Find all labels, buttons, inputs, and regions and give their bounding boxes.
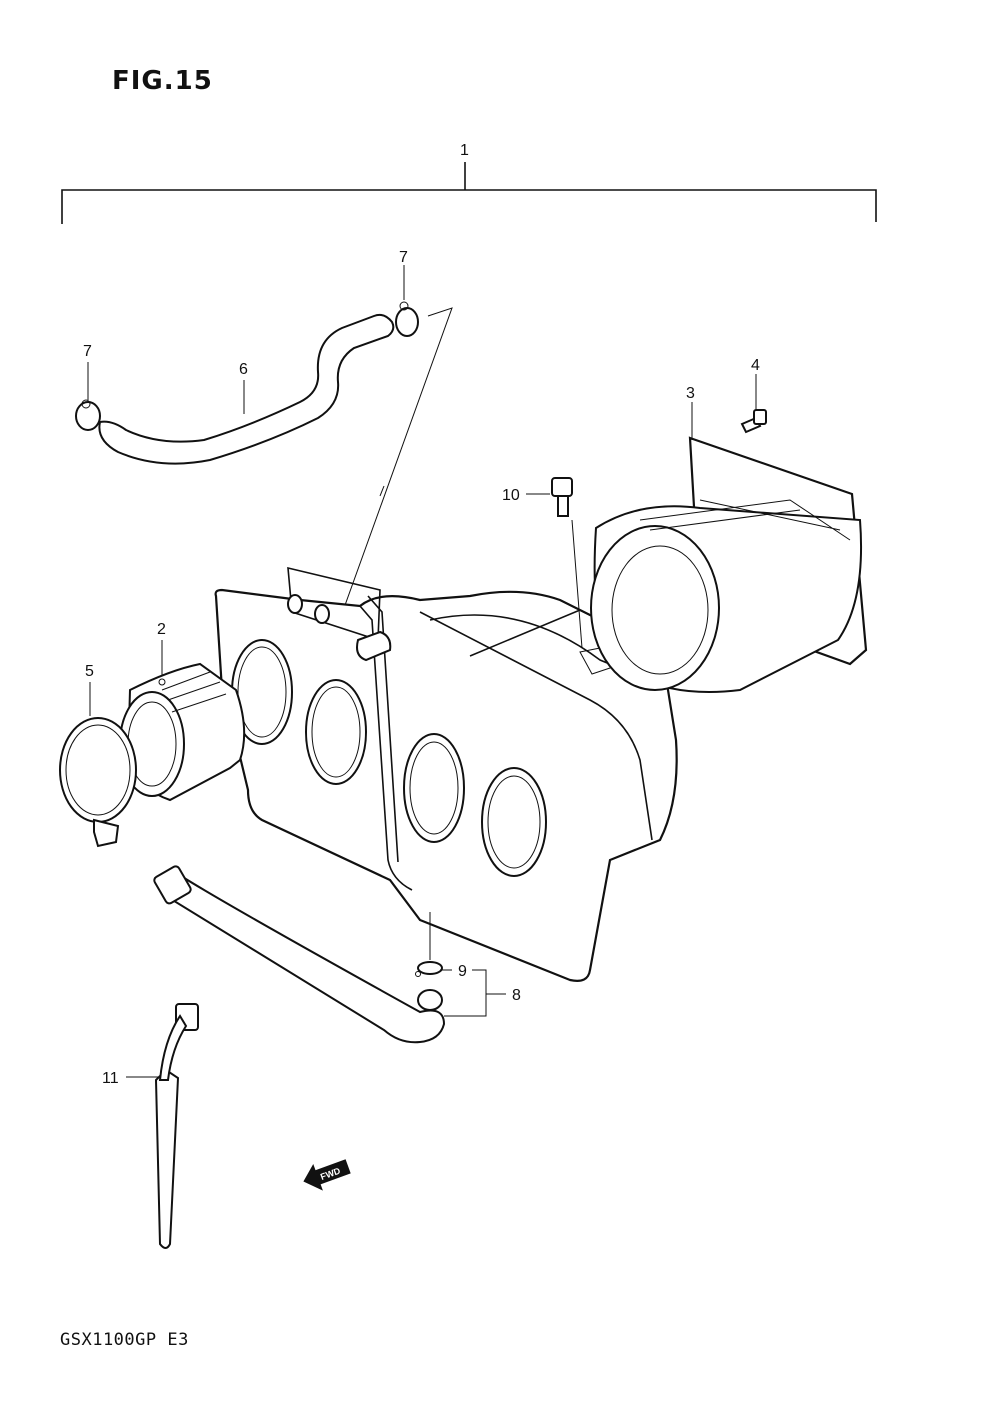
hose-clamp-left xyxy=(75,399,101,431)
figure-title: FIG.15 xyxy=(112,66,213,96)
bolt-10 xyxy=(551,477,583,649)
assembly-bracket xyxy=(61,162,877,224)
callout-6: 6 xyxy=(239,361,248,378)
boot-clamp xyxy=(59,717,137,848)
callout-11: 11 xyxy=(102,1070,119,1087)
callout-4: 4 xyxy=(751,357,760,374)
callout-3: 3 xyxy=(686,385,695,402)
leader-lines xyxy=(87,265,757,1078)
callout-9: 9 xyxy=(458,963,467,980)
callout-8: 8 xyxy=(512,987,521,1004)
hose-clamp-right xyxy=(395,301,419,337)
hose-clip xyxy=(415,912,443,977)
intake-boot xyxy=(119,662,246,802)
callout-2: 2 xyxy=(157,621,166,638)
routing-line xyxy=(325,307,453,659)
air-filter-element xyxy=(590,436,868,693)
callout-5: 5 xyxy=(85,663,94,680)
cable-strap xyxy=(154,1003,199,1249)
intake-port-4 xyxy=(481,767,547,877)
intake-port-2 xyxy=(305,679,367,785)
callout-7-left: 7 xyxy=(83,343,92,360)
forward-arrow-icon: FWD xyxy=(303,1159,351,1191)
intake-port-3 xyxy=(403,733,465,843)
screw-4 xyxy=(740,409,767,434)
callout-10: 10 xyxy=(502,487,520,504)
air-cleaner-box xyxy=(214,566,678,982)
drain-hose xyxy=(153,865,446,1044)
callout-7-right: 7 xyxy=(399,249,408,266)
model-code: GSX1100GP E3 xyxy=(60,1330,189,1350)
callout-1: 1 xyxy=(460,142,469,159)
breather-hose xyxy=(98,313,395,465)
